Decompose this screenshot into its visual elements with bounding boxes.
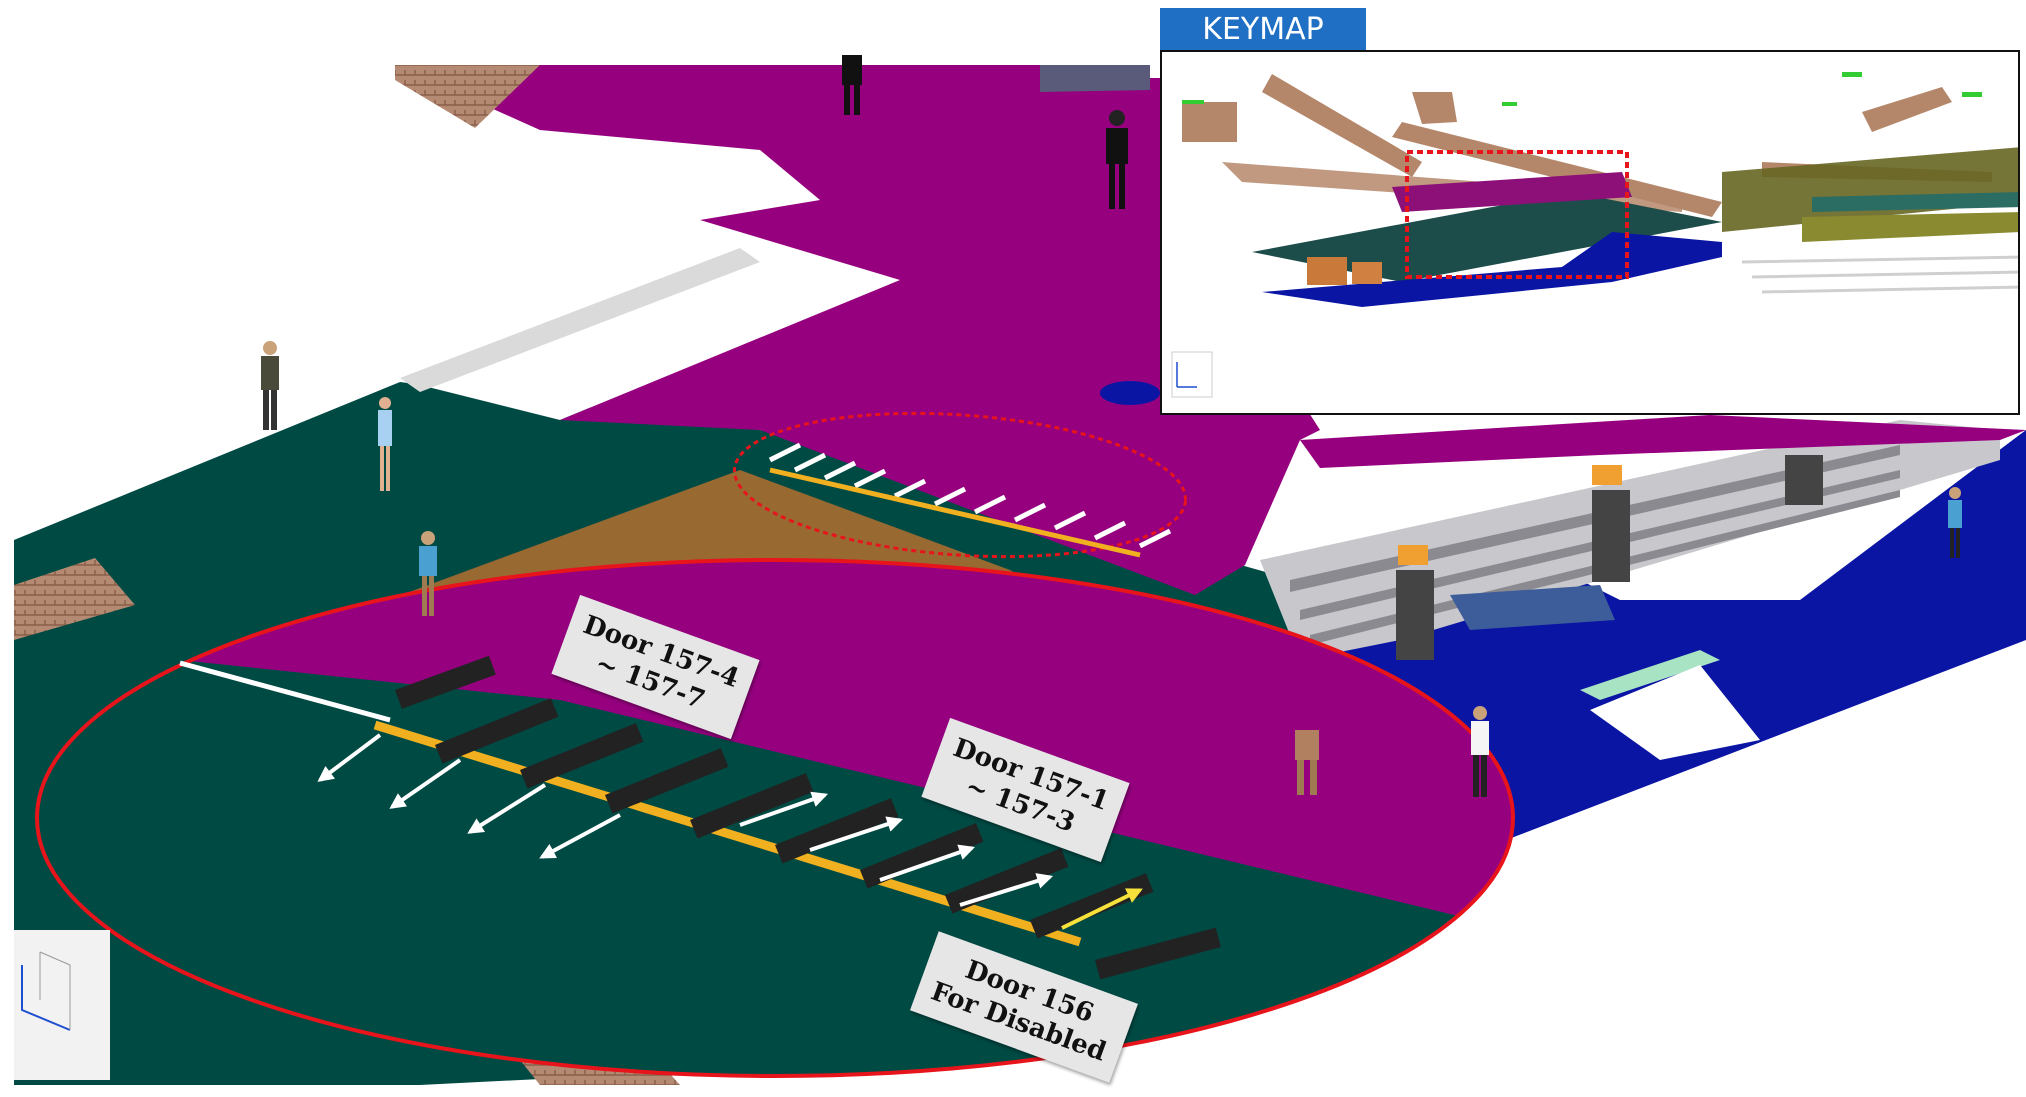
big-ellipse-fill	[37, 560, 1513, 1076]
track-white-patch	[1590, 665, 1760, 760]
small-door-ticks	[768, 442, 1172, 549]
grey-rail-band	[400, 248, 760, 392]
small-yellow-edge	[769, 467, 1141, 558]
axis-gizmo	[14, 930, 110, 1080]
keymap-overview-model	[1171, 72, 2018, 398]
overhead-slab	[1300, 415, 2026, 468]
magenta-upper-platform	[395, 65, 1320, 595]
boarding-ramp	[1450, 585, 1615, 630]
keymap-panel	[1160, 50, 2020, 415]
keymap-title: KEYMAP	[1160, 8, 1366, 52]
platform-oval	[1100, 381, 1160, 405]
white-rail-band	[400, 232, 920, 420]
disabled-door-arrow	[1061, 888, 1143, 930]
big-highlight-ellipse	[35, 558, 1515, 1078]
stair-left	[14, 558, 135, 640]
platform-edge-line	[179, 660, 391, 723]
passenger-figures	[261, 55, 1962, 797]
ceiling-slab	[1040, 65, 1150, 92]
exit-arrows	[317, 733, 621, 859]
keymap-focus-rectangle	[1405, 150, 1629, 279]
platform-screen-doors	[373, 655, 1221, 980]
small-highlight-ellipse	[732, 411, 1188, 559]
stair-upper-left	[395, 65, 540, 128]
track-pale-strip	[1580, 650, 1720, 700]
board-arrows	[739, 791, 1054, 907]
